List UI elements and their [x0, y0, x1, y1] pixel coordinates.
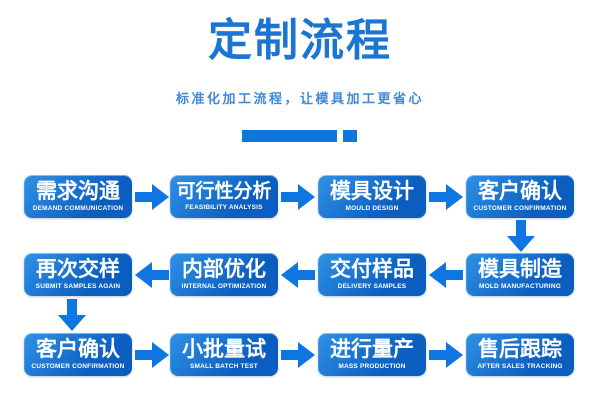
- arrow-right-icon: [135, 184, 169, 210]
- node-label-zh: 模具设计: [330, 180, 414, 203]
- flow-node-small-batch-test: 小批量试 SMALL BATCH TEST: [170, 333, 278, 376]
- flow-node-submit-samples-again: 再次交样 SUBMIT SAMPLES AGAIN: [24, 253, 132, 296]
- arrow-right-icon: [135, 342, 169, 368]
- node-label-zh: 客户确认: [478, 180, 562, 203]
- node-label-zh: 小批量试: [182, 338, 266, 361]
- arrow-left-icon: [429, 262, 463, 288]
- flow-node-mould-design: 模具设计 MOULD DESIGN: [318, 175, 426, 218]
- page-subtitle: 标准化加工流程，让模具加工更省心: [175, 91, 424, 106]
- node-label-zh: 售后跟踪: [478, 338, 562, 361]
- node-label-en: MOLD MANUFACTURING: [479, 283, 561, 290]
- flow-node-customer-confirmation-1: 客户确认 CUSTOMER CONFIRMATION: [466, 175, 574, 218]
- node-label-en: INTERNAL OPTIMIZATION: [181, 283, 267, 290]
- node-label-en: CUSTOMER CONFIRMATION: [31, 363, 125, 370]
- arrow-down-icon: [58, 299, 86, 331]
- node-label-en: SMALL BATCH TEST: [190, 363, 258, 370]
- node-label-zh: 客户确认: [36, 338, 120, 361]
- arrow-left-icon: [135, 262, 169, 288]
- node-label-zh: 内部优化: [182, 258, 266, 281]
- flow-node-feasibility-analysis: 可行性分析 FEASIBILITY ANALYSIS: [170, 175, 278, 218]
- flow-node-delivery-samples: 交付样品 DELIVERY SAMPLES: [318, 253, 426, 296]
- node-label-zh: 需求沟通: [36, 180, 120, 203]
- node-label-en: CUSTOMER CONFIRMATION: [473, 205, 567, 212]
- title-decoration-bar: [242, 130, 337, 142]
- node-label-en: DELIVERY SAMPLES: [337, 283, 407, 290]
- flow-node-demand-communication: 需求沟通 DEMAND COMMUNICATION: [24, 175, 132, 218]
- flow-node-mass-production: 进行量产 MASS PRODUCTION: [318, 333, 426, 376]
- flow-node-mold-manufacturing: 模具制造 MOLD MANUFACTURING: [466, 253, 574, 296]
- flow-node-after-sales-tracking: 售后跟踪 AFTER SALES TRACKING: [466, 333, 574, 376]
- node-label-en: MOULD DESIGN: [345, 205, 399, 212]
- flow-node-internal-optimization: 内部优化 INTERNAL OPTIMIZATION: [170, 253, 278, 296]
- node-label-zh: 进行量产: [330, 338, 414, 361]
- arrow-left-icon: [281, 262, 315, 288]
- node-label-zh: 可行性分析: [176, 181, 272, 202]
- node-label-en: MASS PRODUCTION: [338, 363, 406, 370]
- node-label-zh: 模具制造: [478, 258, 562, 281]
- page-title: 定制流程: [208, 16, 392, 65]
- node-label-en: DEMAND COMMUNICATION: [32, 205, 124, 212]
- flow-node-customer-confirmation-2: 客户确认 CUSTOMER CONFIRMATION: [24, 333, 132, 376]
- arrow-right-icon: [429, 342, 463, 368]
- node-label-en: SUBMIT SAMPLES AGAIN: [35, 283, 121, 290]
- arrow-down-icon: [507, 220, 535, 252]
- arrow-right-icon: [281, 184, 315, 210]
- title-decoration-square: [343, 130, 357, 142]
- node-label-en: FEASIBILITY ANALYSIS: [185, 204, 263, 211]
- node-label-zh: 再次交样: [36, 258, 120, 281]
- node-label-en: AFTER SALES TRACKING: [477, 363, 563, 370]
- arrow-right-icon: [281, 342, 315, 368]
- node-label-zh: 交付样品: [330, 258, 414, 281]
- arrow-right-icon: [429, 184, 463, 210]
